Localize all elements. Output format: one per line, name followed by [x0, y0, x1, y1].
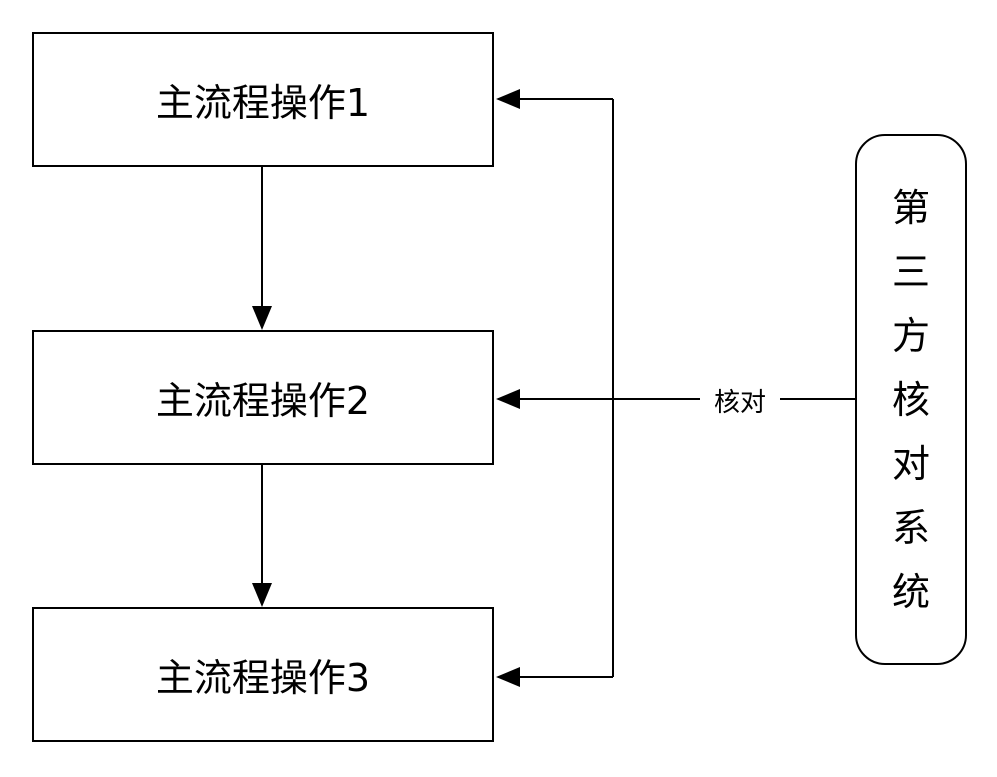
arrowhead-step2: [252, 306, 272, 330]
arrowhead-bus-step3: [496, 667, 520, 687]
third-party-label-char: 系: [891, 505, 930, 550]
third-party-label-char: 对: [891, 441, 930, 486]
third-party-label-char: 核: [891, 377, 930, 422]
third-party-label-char: 三: [891, 249, 930, 294]
third-party-verification-system: 第 三 方 核 对 系 统: [855, 134, 967, 665]
third-party-label-char: 统: [891, 569, 930, 614]
main-process-step-3-label: 主流程操作3: [155, 656, 371, 700]
main-process-step-2-label: 主流程操作2: [155, 379, 371, 423]
main-process-step-1: 主流程操作1: [32, 32, 494, 167]
main-process-step-1-label: 主流程操作1: [155, 81, 371, 125]
main-process-step-2: 主流程操作2: [32, 330, 494, 465]
third-party-label-char: 方: [891, 313, 930, 358]
main-process-step-3: 主流程操作3: [32, 607, 494, 742]
third-party-label-char: 第: [891, 185, 930, 230]
verification-edge-label: 核对: [700, 383, 780, 418]
arrowhead-step3: [252, 583, 272, 607]
arrowhead-bus-step2: [496, 389, 520, 409]
arrowhead-bus-step1: [496, 89, 520, 109]
